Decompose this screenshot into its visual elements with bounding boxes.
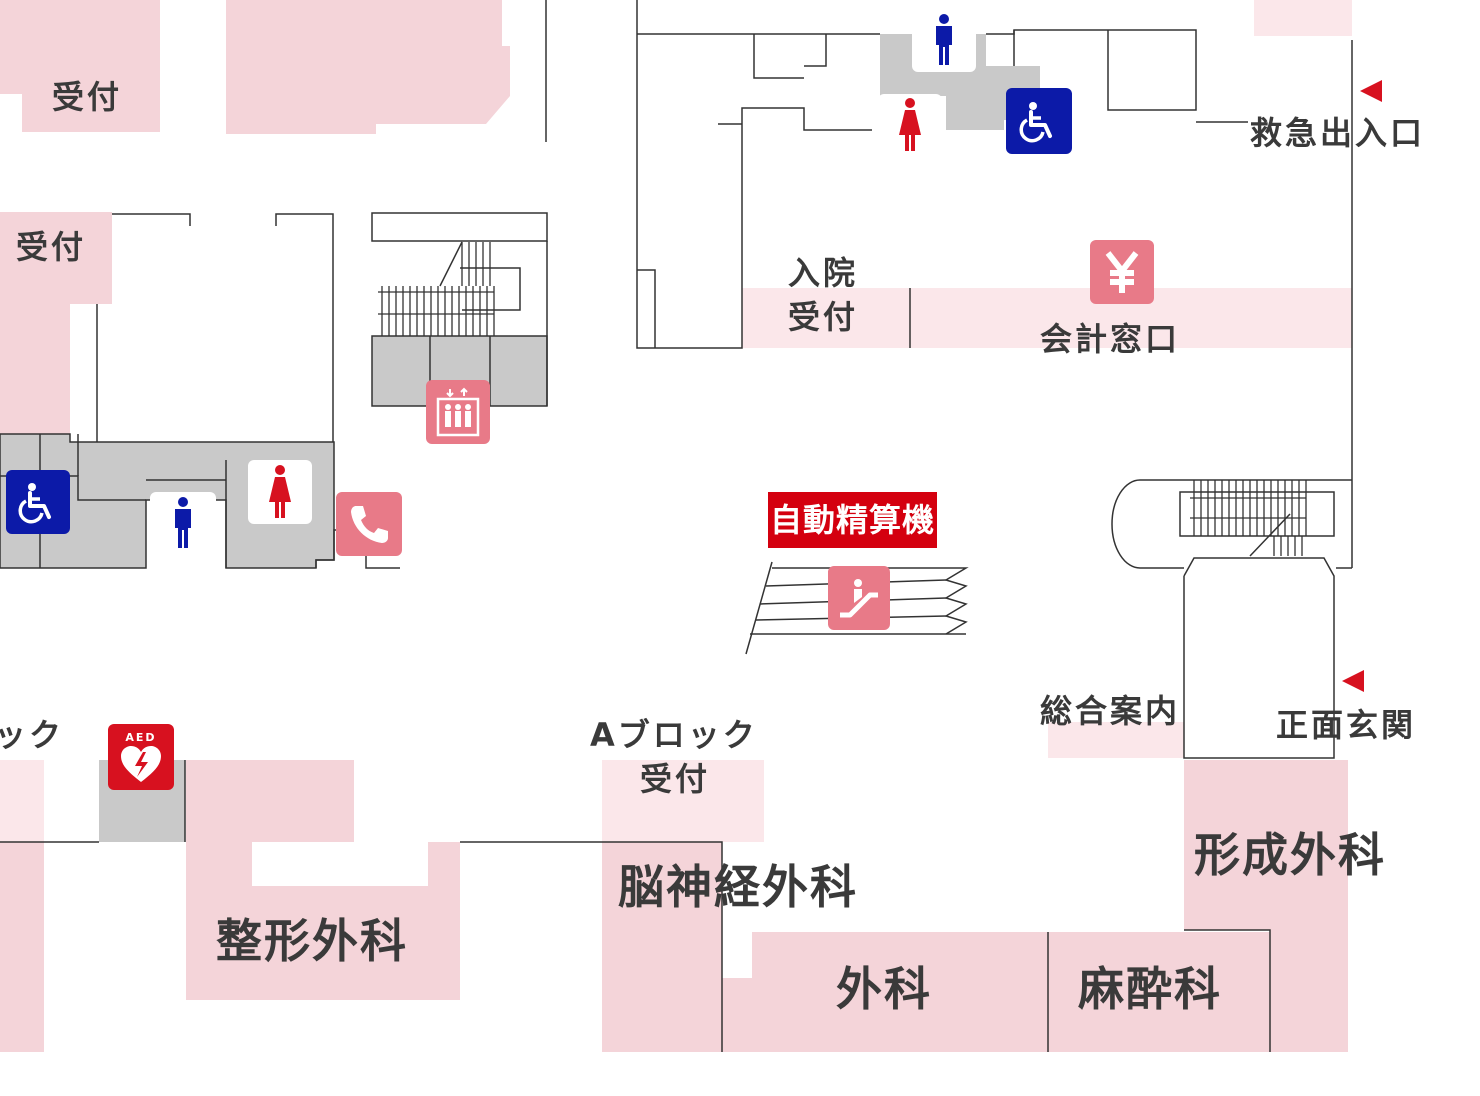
block-left-reception [0,760,44,842]
room-keisei-geka [1184,760,1348,1052]
label-sogo-annai: 総合案内 [1040,692,1181,730]
nyuin-counter [742,288,910,348]
label-geka: 外科 [836,962,932,1016]
room-left-reception [0,212,112,304]
label-a-block: Aブロック [590,716,758,754]
label-a-block-uketsuke: 受付 [640,760,711,798]
label-nyuin: 入院 [788,254,859,292]
room-masui-ka [1048,932,1270,1052]
elevator-icon [426,380,490,444]
label-keisei-geka: 形成外科 [1194,828,1386,882]
label-seikei-geka: 整形外科 [216,914,408,968]
room-left-bottom [0,842,44,1052]
room-geka [722,932,1048,1052]
sogo-annai-counter [1048,722,1184,758]
label-noshinkei-geka: 脳神経外科 [618,860,858,914]
room-seikei-geka [186,760,460,1000]
stair-steps-left [381,242,495,336]
label-block-left: ック [0,716,65,754]
label-reception-top-left: 受付 [52,78,123,116]
male-restroom-icon [150,492,216,554]
room-fills [0,0,1352,1052]
room-top-right-strip [1254,0,1352,36]
phone-icon [336,492,402,556]
room-top-center-left [226,0,510,134]
room-noshinkei-geka [602,842,722,1052]
female-restroom-icon [878,94,942,156]
stair-steps-right [1193,480,1307,556]
escalator-icon [828,566,890,630]
yen-cashier-icon [1090,240,1154,304]
stair-hatching [378,291,1306,519]
wheelchair-icon [6,470,70,534]
label-reception-left: 受付 [16,228,87,266]
label-auto-payment: 自動精算機 [768,492,938,548]
label-main-entrance: 正面玄関 [1276,706,1417,744]
aed-label: AED [125,731,157,744]
female-restroom-icon [248,460,312,524]
a-block-reception [602,760,764,842]
label-nyuin-uketsuke: 受付 [788,298,859,336]
label-kaikei: 会計窓口 [1040,320,1181,358]
label-masui-ka: 麻酔科 [1078,962,1222,1016]
label-emergency-entrance: 救急出入口 [1250,114,1426,152]
room-top-left-reception [22,0,160,132]
male-restroom-icon [912,8,976,72]
emergency-arrow-icon [1360,80,1382,102]
wheelchair-icon [1006,88,1072,154]
aed-icon: AED [108,724,174,790]
main-entrance-arrow-icon [1342,670,1364,692]
